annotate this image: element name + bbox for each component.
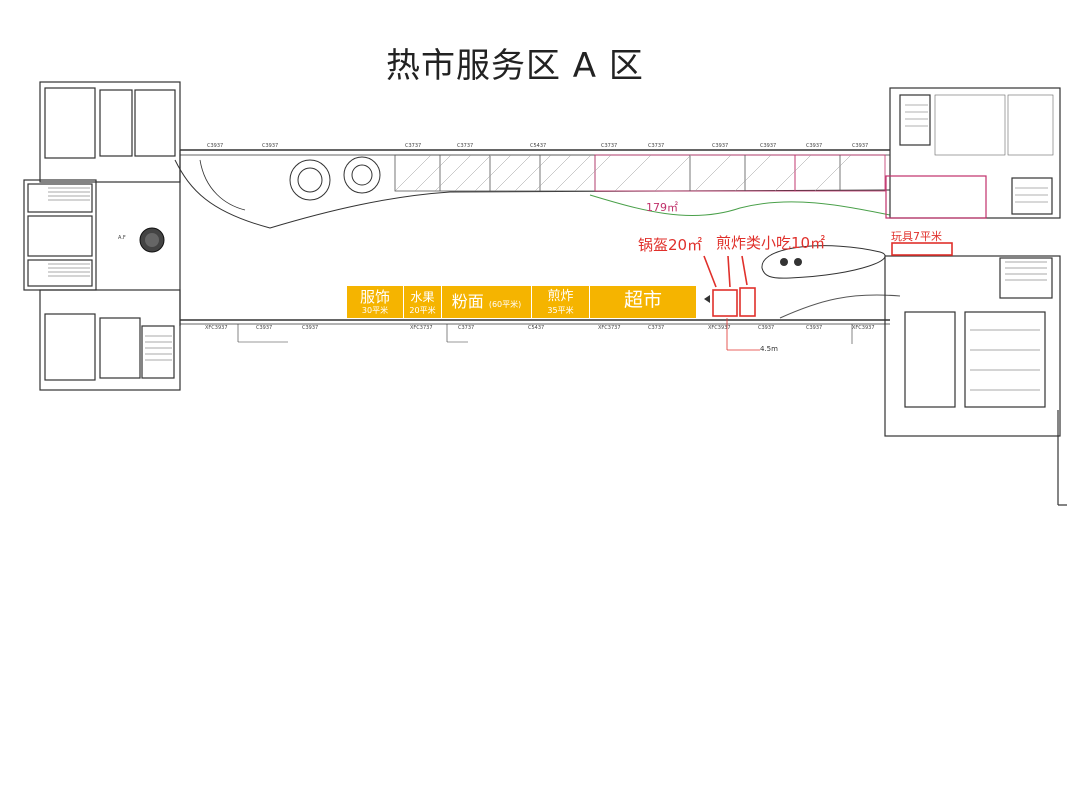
shop-fuzhuang: 服饰 30平米 bbox=[347, 286, 404, 318]
door-code: C3937 bbox=[806, 143, 823, 149]
shop-jianzha: 煎炸 35平米 bbox=[532, 286, 590, 318]
left-building bbox=[23, 81, 181, 391]
callout-pot: 锅盔20㎡ bbox=[638, 236, 703, 254]
right-building-bottom bbox=[884, 255, 1067, 506]
door-code: XFC3937 bbox=[852, 325, 875, 331]
door-code: C5437 bbox=[528, 325, 545, 331]
shop-area: 20平米 bbox=[409, 306, 436, 315]
door-ticks bbox=[237, 324, 853, 344]
door-code: C3737 bbox=[458, 325, 475, 331]
door-code: C3937 bbox=[760, 143, 777, 149]
shop-strip-hatch bbox=[394, 154, 852, 192]
door-code: XFC3937 bbox=[708, 325, 731, 331]
shop-name: 超市 bbox=[623, 289, 662, 311]
door-code: C3737 bbox=[648, 143, 665, 149]
shop-area: 30平米 bbox=[361, 306, 389, 315]
door-code: C3937 bbox=[712, 143, 729, 149]
door-code: XFC3737 bbox=[410, 325, 433, 331]
door-code: C3937 bbox=[302, 325, 319, 331]
door-code: C3937 bbox=[256, 325, 273, 331]
page-title: 热市服务区 A 区 bbox=[386, 46, 644, 86]
shop-name: 水果 bbox=[410, 290, 435, 304]
dimension-line bbox=[726, 318, 760, 351]
left-stair-hatching bbox=[48, 187, 172, 361]
callout-toys: 玩具7平米 bbox=[891, 230, 942, 243]
shop-shuiguo: 水果 20平米 bbox=[404, 286, 442, 318]
door-code: XFC3937 bbox=[205, 325, 228, 331]
door-code: C3937 bbox=[262, 143, 279, 149]
callout-fried: 煎炸类小吃10㎡ bbox=[716, 234, 826, 252]
door-code: C3737 bbox=[648, 325, 665, 331]
door-code: C3937 bbox=[758, 325, 775, 331]
shop-name: 服饰 bbox=[359, 288, 390, 306]
shop-name: 粉面 bbox=[451, 292, 484, 311]
round-tables bbox=[289, 156, 381, 201]
snack-stalls bbox=[703, 242, 953, 317]
af-label: A.F bbox=[118, 235, 126, 241]
island bbox=[761, 245, 886, 279]
area-curve bbox=[589, 194, 891, 217]
door-code: C3937 bbox=[207, 143, 224, 149]
shop-name: 煎炸 bbox=[547, 289, 574, 304]
top-shop-strip bbox=[394, 154, 886, 192]
right-building-details bbox=[905, 94, 1054, 203]
shop-chaoshi: 超市 bbox=[590, 286, 696, 318]
callout-dim: 4.5m bbox=[760, 345, 778, 353]
shop-area: 35平米 bbox=[547, 306, 574, 315]
door-code: XFC3737 bbox=[598, 325, 621, 331]
right-bottom-stalls bbox=[970, 261, 1047, 391]
right-building-top bbox=[885, 87, 1061, 219]
green-curve bbox=[779, 294, 901, 319]
shop-area: (60平米) bbox=[488, 300, 522, 309]
area-label-179: 179㎡ bbox=[646, 201, 678, 214]
door-code: C3737 bbox=[405, 143, 422, 149]
door-code: C3737 bbox=[601, 143, 618, 149]
door-code: C3937 bbox=[852, 143, 869, 149]
door-code: C3937 bbox=[806, 325, 823, 331]
door-code: C5437 bbox=[530, 143, 547, 149]
shop-fenmian: 粉面 (60平米) bbox=[442, 286, 532, 318]
door-code: C3737 bbox=[457, 143, 474, 149]
